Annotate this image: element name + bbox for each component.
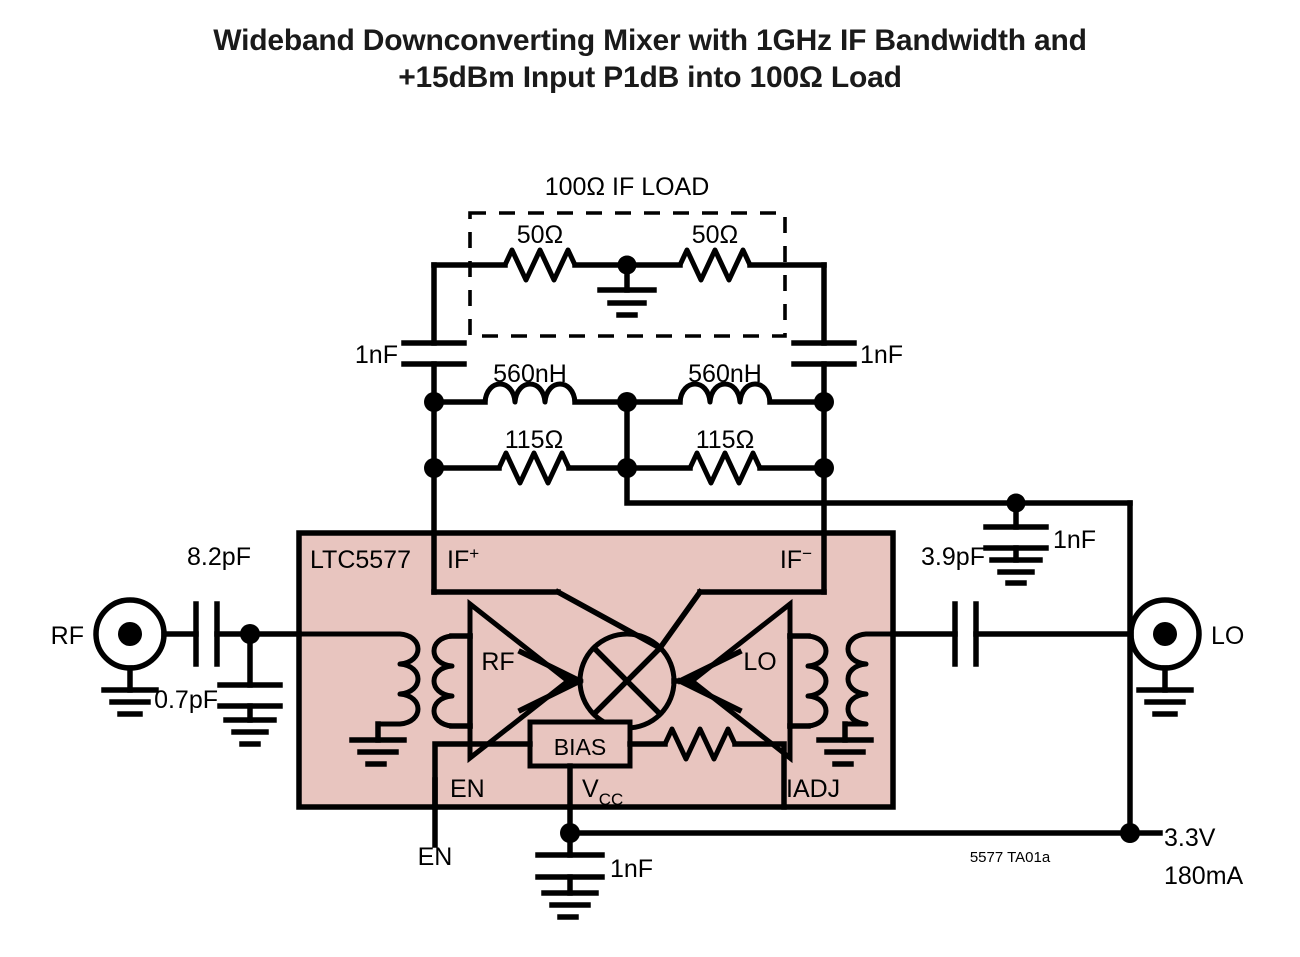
label-part-number: LTC5577 [310,546,411,574]
resistor-50-left [502,247,578,283]
if-load-dashed-box [468,211,787,338]
mixer-x-stroke-2 [590,644,664,718]
label-cap-07pf: 0.7pF [154,686,218,714]
label-if-load-group: 100Ω IF LOAD [545,173,710,201]
pin-label-if-minus: IF− [780,544,812,574]
label-cap-1nf-vcc: 1nF [610,855,653,883]
label-supply-voltage: 3.3V [1164,824,1216,852]
label-bias-block: BIAS [554,734,606,760]
wire-center-tap-to-supply [624,465,1133,506]
resistor-iadj [662,726,738,762]
rf-transformer-secondary [431,633,455,729]
label-cap-82pf: 8.2pF [187,543,251,571]
label-rf-amplifier: RF [481,648,514,676]
wire-lo-amp-diag-bot [676,677,743,714]
label-supply-current: 180mA [1164,862,1244,890]
label-lo-amplifier: LO [743,648,776,676]
title-line-1: Wideband Downconverting Mixer with 1GHz … [213,24,1087,57]
inductor-560nh-right [677,381,773,405]
lo-transformer-primary [842,631,896,727]
inductor-560nh-left [482,381,578,405]
rf-port-center-dot [118,622,142,646]
label-resistor-115-right: 115Ω [696,426,755,454]
pin-label-iadj: IADJ [786,775,840,803]
label-lo-port: LO [1211,622,1244,650]
wire-lo-amp-diag-top [676,648,743,685]
resistor-115-right [687,450,763,486]
lo-port-center-dot [1153,622,1177,646]
title-line-2: +15dBm Input P1dB into 100Ω Load [398,61,902,94]
pin-label-en: EN [450,775,485,803]
label-en-external: EN [418,843,453,871]
label-resistor-50-left: 50Ω [517,221,564,249]
label-resistor-50-right: 50Ω [692,221,739,249]
pin-label-if-plus: IF+ [447,544,479,574]
lo-transformer-secondary [805,633,829,729]
label-cap-1nf-left: 1nF [355,341,398,369]
label-rf-port: RF [51,622,84,650]
label-inductor-560nh-left: 560nH [493,360,567,388]
wire-if-plus-diag [554,588,664,652]
wire-rf-amp-diag-bot [517,677,584,714]
wire-if-minus-diag [656,588,704,652]
label-resistor-115-left: 115Ω [505,426,564,454]
label-cap-1nf-lo: 1nF [1053,526,1096,554]
label-inductor-560nh-right: 560nH [688,360,762,388]
rf-amplifier-triangle [467,598,573,764]
page-title: Wideband Downconverting Mixer with 1GHz … [0,22,1300,96]
resistor-115-left [496,450,572,486]
resistor-50-right [677,247,753,283]
figure-caption: 5577 TA01a [970,849,1051,866]
label-cap-39pf: 3.9pF [921,543,985,571]
wire-res-to-iadj-pin [732,741,787,810]
rf-transformer-primary [296,631,421,727]
wire-rf-amp-diag-top [517,648,584,685]
pin-label-vcc: VCC [582,775,623,809]
label-cap-1nf-right: 1nF [860,341,903,369]
